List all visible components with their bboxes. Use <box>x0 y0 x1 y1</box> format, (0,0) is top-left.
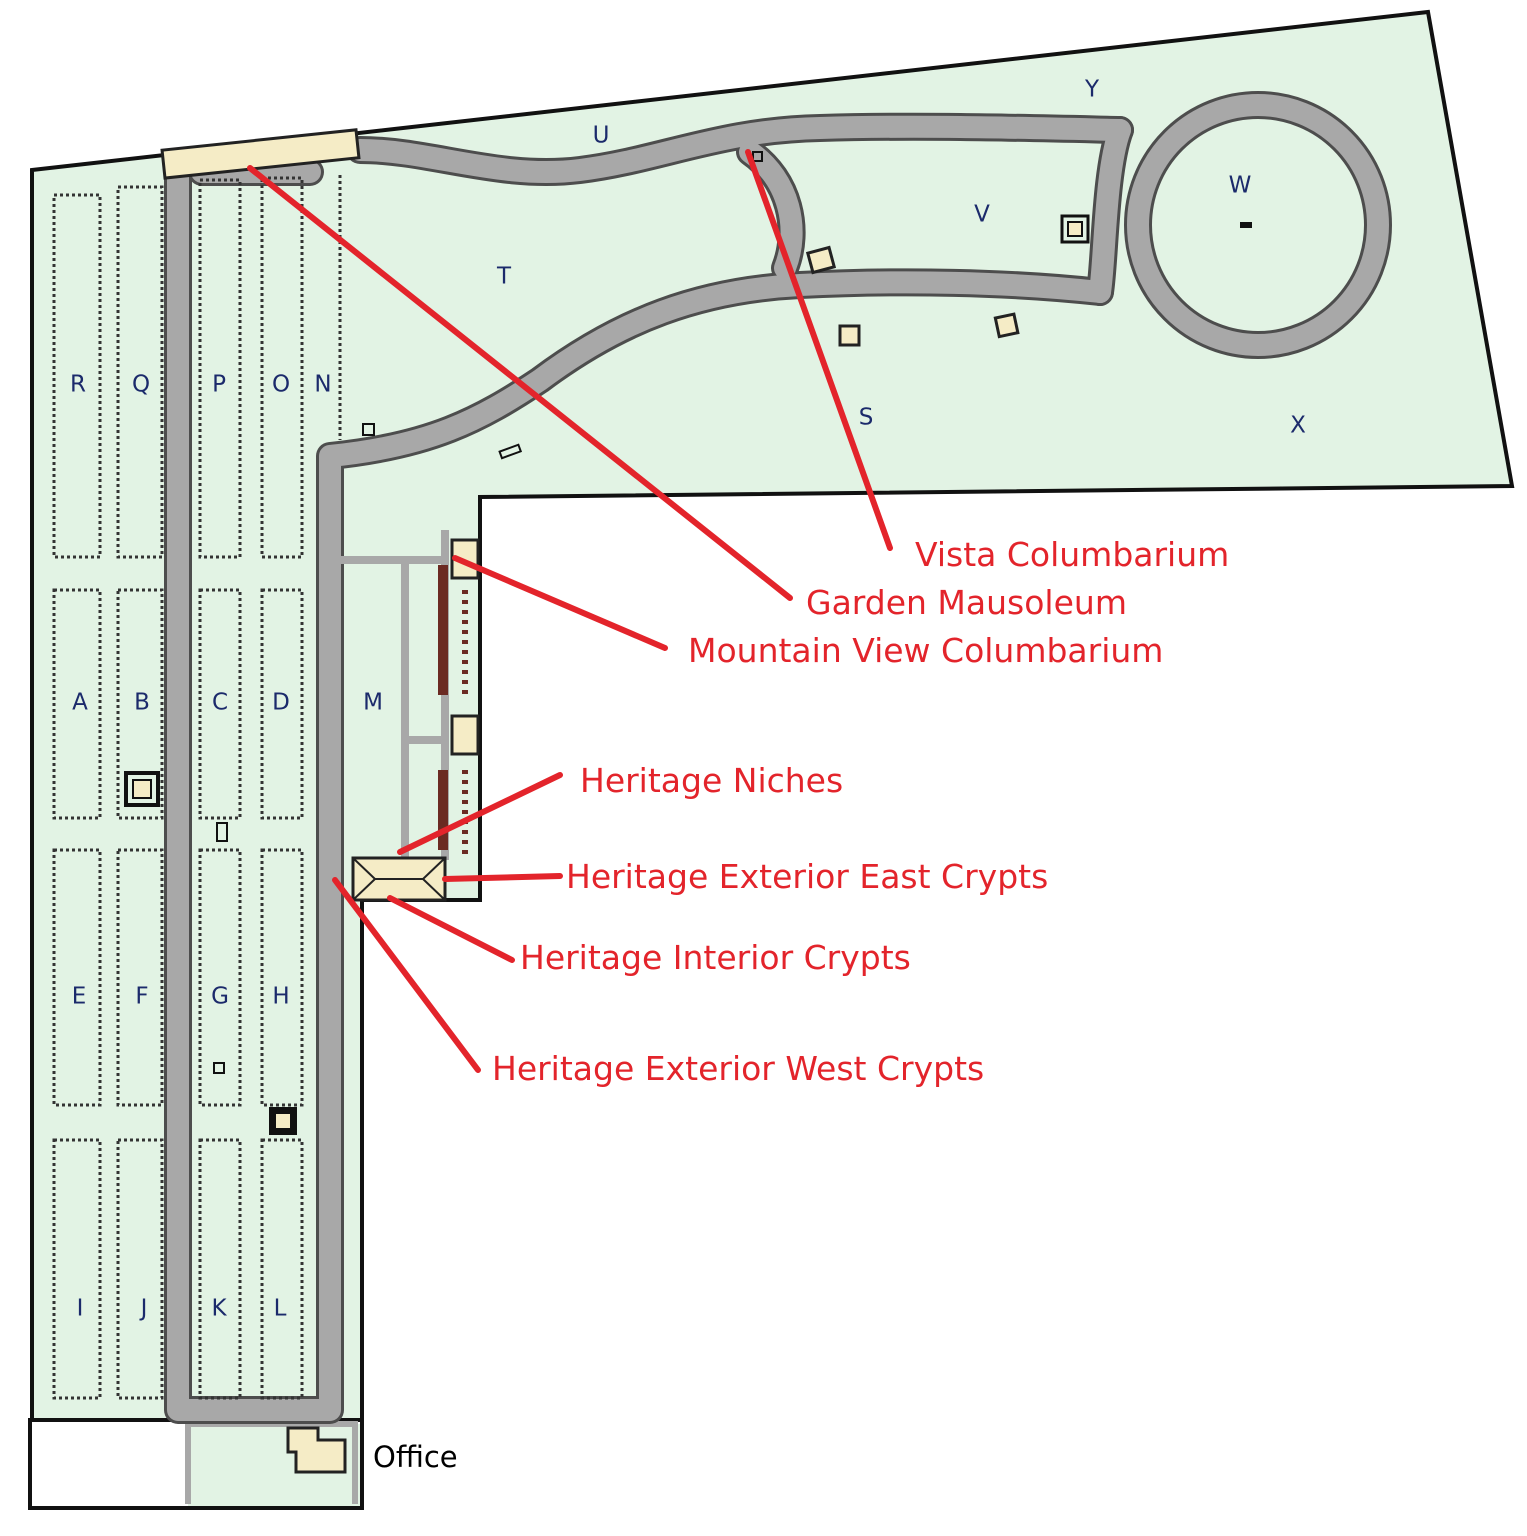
section-Q: Q <box>132 372 150 398</box>
section-R: R <box>70 372 86 398</box>
office-building <box>286 1426 347 1474</box>
section-F: F <box>135 984 148 1010</box>
section-H: H <box>272 984 289 1010</box>
section-E: E <box>72 984 87 1010</box>
section-J: J <box>139 1296 148 1322</box>
callout-mountain-view-columbarium: Mountain View Columbarium <box>688 631 1163 670</box>
section-T: T <box>496 264 512 290</box>
section-M: M <box>363 690 383 716</box>
section-C: C <box>212 690 228 716</box>
callout-heritage-niches: Heritage Niches <box>580 761 843 800</box>
leader-heritage-interior-crypts <box>387 895 515 963</box>
section-O: O <box>272 372 290 398</box>
section-B: B <box>134 690 150 716</box>
callout-heritage-exterior-west-crypts: Heritage Exterior West Crypts <box>492 1049 984 1088</box>
section-labels: R Q P O N A B C D M E F G H I J K L T U … <box>70 77 1306 1322</box>
small-structures <box>124 151 1252 1135</box>
section-P: P <box>212 372 226 398</box>
section-U: U <box>593 123 610 149</box>
garden-mausoleum-building <box>160 128 361 180</box>
section-X: X <box>1290 413 1306 439</box>
callout-leaders <box>247 149 893 1073</box>
section-S: S <box>859 405 874 431</box>
callout-garden-mausoleum: Garden Mausoleum <box>806 583 1127 622</box>
heritage-area <box>335 530 480 902</box>
section-A: A <box>72 690 88 716</box>
leader-mountain-view-columbarium <box>452 555 668 651</box>
section-N: N <box>314 372 331 398</box>
section-W: W <box>1229 173 1252 199</box>
callout-heritage-exterior-east-crypts: Heritage Exterior East Crypts <box>566 857 1048 896</box>
section-Y: Y <box>1084 77 1100 103</box>
callout-vista-columbarium: Vista Columbarium <box>915 535 1229 574</box>
callout-heritage-interior-crypts: Heritage Interior Crypts <box>520 938 911 977</box>
section-D: D <box>272 690 290 716</box>
section-I: I <box>77 1296 84 1322</box>
leader-vista-columbarium <box>745 149 893 551</box>
callout-labels: Vista Columbarium Garden Mausoleum Mount… <box>492 535 1229 1088</box>
section-V: V <box>974 202 990 228</box>
leader-heritage-exterior-west-crypts <box>332 877 481 1073</box>
section-K: K <box>211 1296 227 1322</box>
section-G: G <box>211 984 229 1010</box>
heritage-crypts-building <box>351 856 447 902</box>
office-label: Office <box>373 1440 458 1474</box>
burial-plots <box>52 175 342 1400</box>
leader-garden-mausoleum <box>247 165 793 601</box>
leader-heritage-niches <box>397 772 563 855</box>
leader-heritage-exterior-east-crypts <box>442 873 563 882</box>
section-L: L <box>274 1296 287 1322</box>
